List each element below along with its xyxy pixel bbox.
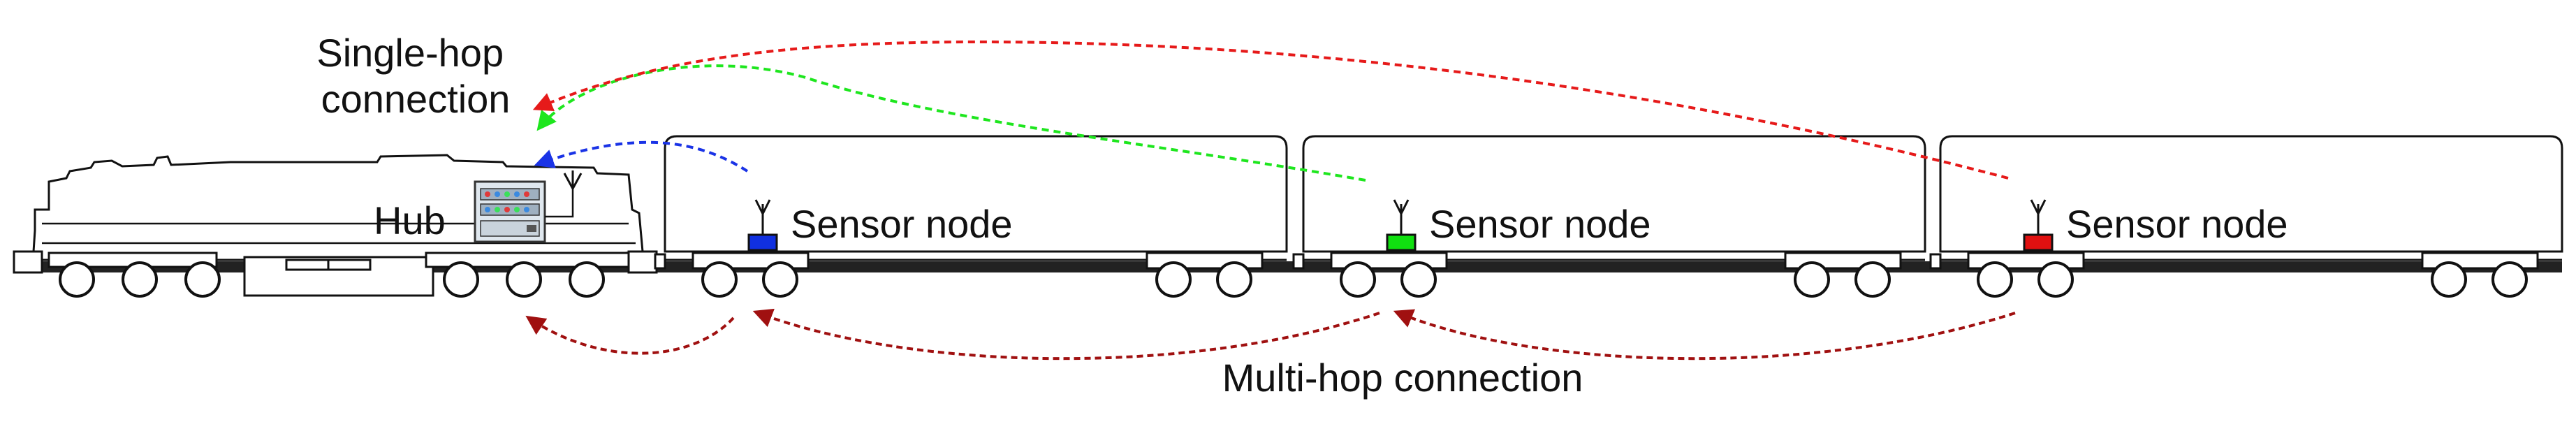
wheel [1216,261,1252,298]
wheel [1400,261,1437,298]
multi-hop-label: Multi-hop connection [1222,356,1583,400]
wheel [2431,261,2467,298]
single-hop-arrow-red [532,40,2009,180]
wheel [1794,261,1830,298]
wheel [2037,261,2074,298]
cars: Sensor node Sensor node Sensor node [654,135,2563,298]
single-hop-arrow-green [536,64,1366,182]
wheel [1155,261,1192,298]
sensor-node-label: Sensor node [791,202,1013,246]
sensor-node-green-box [1386,233,1417,252]
antenna-icon [2030,199,2047,235]
wheel [2491,261,2528,298]
car-body [1302,135,1926,253]
car-body [1939,135,2563,253]
sensor-car-red: Sensor node [1929,135,2563,298]
wheel [1854,261,1891,298]
single-hop-label: Single-hop connection [316,31,514,121]
single-hop-label-line2: connection [321,77,511,121]
sensor-car-blue: Sensor node [654,135,1288,298]
hub-label: Hub [374,198,446,242]
multi-hop-arrow-2 [752,308,1380,361]
sensor-node-label: Sensor node [1429,202,1651,246]
coupler [1292,253,1305,270]
antenna-icon [754,199,771,235]
coupler [1929,253,1942,270]
sensor-car-green: Sensor node [1292,135,1926,298]
multi-hop-arrow-1 [525,315,735,355]
antenna-icon [1393,199,1410,235]
wheel [1340,261,1376,298]
wheel [701,261,738,298]
wheel [1977,261,2013,298]
sensor-node-red-box [2023,233,2054,252]
coupler [654,253,666,270]
sensor-node-blue-box [747,233,778,252]
single-hop-arrow-blue [534,140,749,173]
single-hop-label-line1: Single-hop [316,31,504,75]
multi-hop-arrow-3 [1393,309,2016,361]
wheel [762,261,798,298]
sensor-node-label: Sensor node [2066,202,2288,246]
hub-device [474,170,583,243]
locomotive [13,154,658,298]
